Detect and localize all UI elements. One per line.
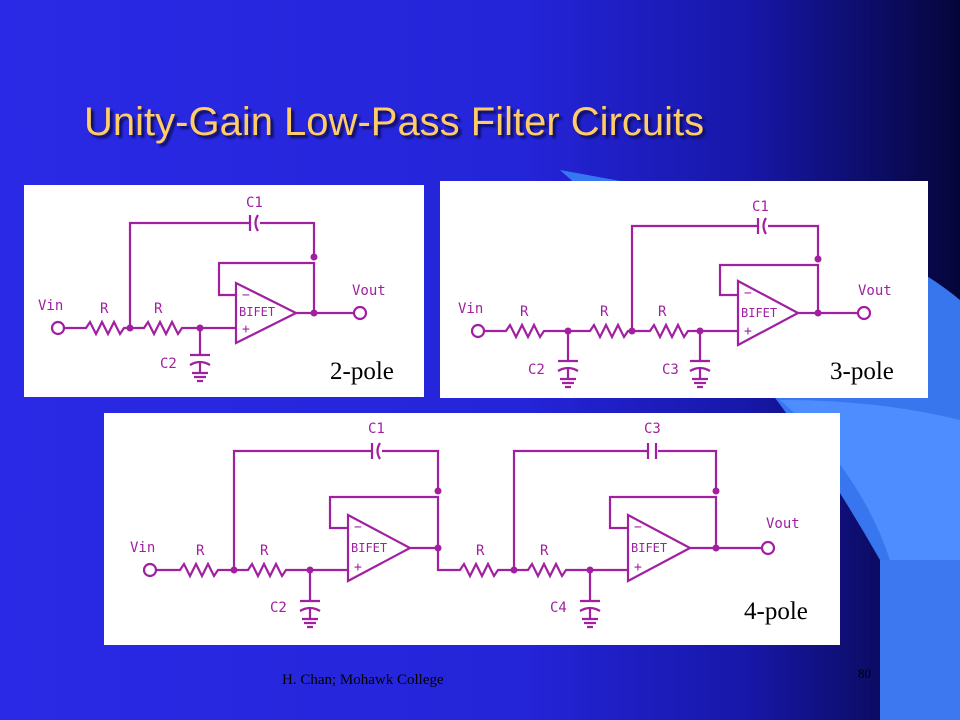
c2-label: C2 [160,356,177,372]
c2-label: C2 [270,600,287,616]
r1-label: R [520,304,529,320]
vin-terminal [50,320,66,336]
vout-terminal [760,540,776,556]
page-number: 80 [858,666,871,681]
vout-terminal [856,305,872,321]
svg-text:−: − [242,288,250,303]
opamp-label: BIFET [239,305,275,319]
r3-label: R [476,543,485,559]
vout-label: Vout [352,283,386,299]
vin-label: Vin [38,298,63,314]
vin-terminal [142,562,158,578]
pole-label-3: 3-pole [830,358,894,385]
c1-label: C1 [368,421,385,437]
r2-label: R [154,301,163,317]
c3-label: C3 [662,362,679,378]
svg-text:−: − [634,520,642,535]
svg-text:+: + [744,324,752,339]
slide-title: Unity-Gain Low-Pass Filter Circuits [84,100,705,144]
circuit-panel-2-pole: Vin R R C1 − BIFET + Vout C2 2-pole [24,185,424,397]
vout-terminal [352,305,368,321]
vin-label: Vin [458,301,483,317]
footer-author: H. Chan; Mohawk College [282,672,444,688]
circuit-panel-3-pole: Vin R R R C2 C3 C1 − BIFET + Vout 3-pole [440,181,928,398]
r2-label: R [600,304,609,320]
pole-label-4: 4-pole [744,598,808,625]
schematic-4-pole: Vin R R C2 C1 − BIFET + R R C4 C3 [130,421,800,629]
c1-label: C1 [246,195,263,211]
svg-text:+: + [242,322,250,337]
c2-label: C2 [528,362,545,378]
schematic-3-pole: Vin R R R C2 C3 C1 − BIFET + Vout [458,199,892,389]
pole-label-2: 2-pole [330,358,394,385]
opamp-1-label: BIFET [351,541,387,555]
c4-label: C4 [550,600,567,616]
circuit-panel-4-pole: Vin R R C2 C1 − BIFET + R R C4 C3 [104,413,840,645]
node [310,253,318,261]
schematic-2-pole: Vin R R C1 − BIFET + Vout C2 [38,195,386,383]
c1-label: C1 [752,199,769,215]
opamp-2-label: BIFET [631,541,667,555]
c3-label: C3 [644,421,661,437]
r3-label: R [658,304,667,320]
node [712,487,720,495]
vout-label: Vout [766,516,800,532]
vin-label: Vin [130,540,155,556]
svg-text:+: + [634,560,642,575]
r1-label: R [196,543,205,559]
r2-label: R [260,543,269,559]
node [814,255,822,263]
opamp-label: BIFET [741,306,777,320]
svg-text:−: − [354,520,362,535]
vin-terminal [470,323,486,339]
svg-text:+: + [354,560,362,575]
svg-text:−: − [744,286,752,301]
r4-label: R [540,543,549,559]
vout-label: Vout [858,283,892,299]
r1-label: R [100,301,109,317]
node [434,487,442,495]
